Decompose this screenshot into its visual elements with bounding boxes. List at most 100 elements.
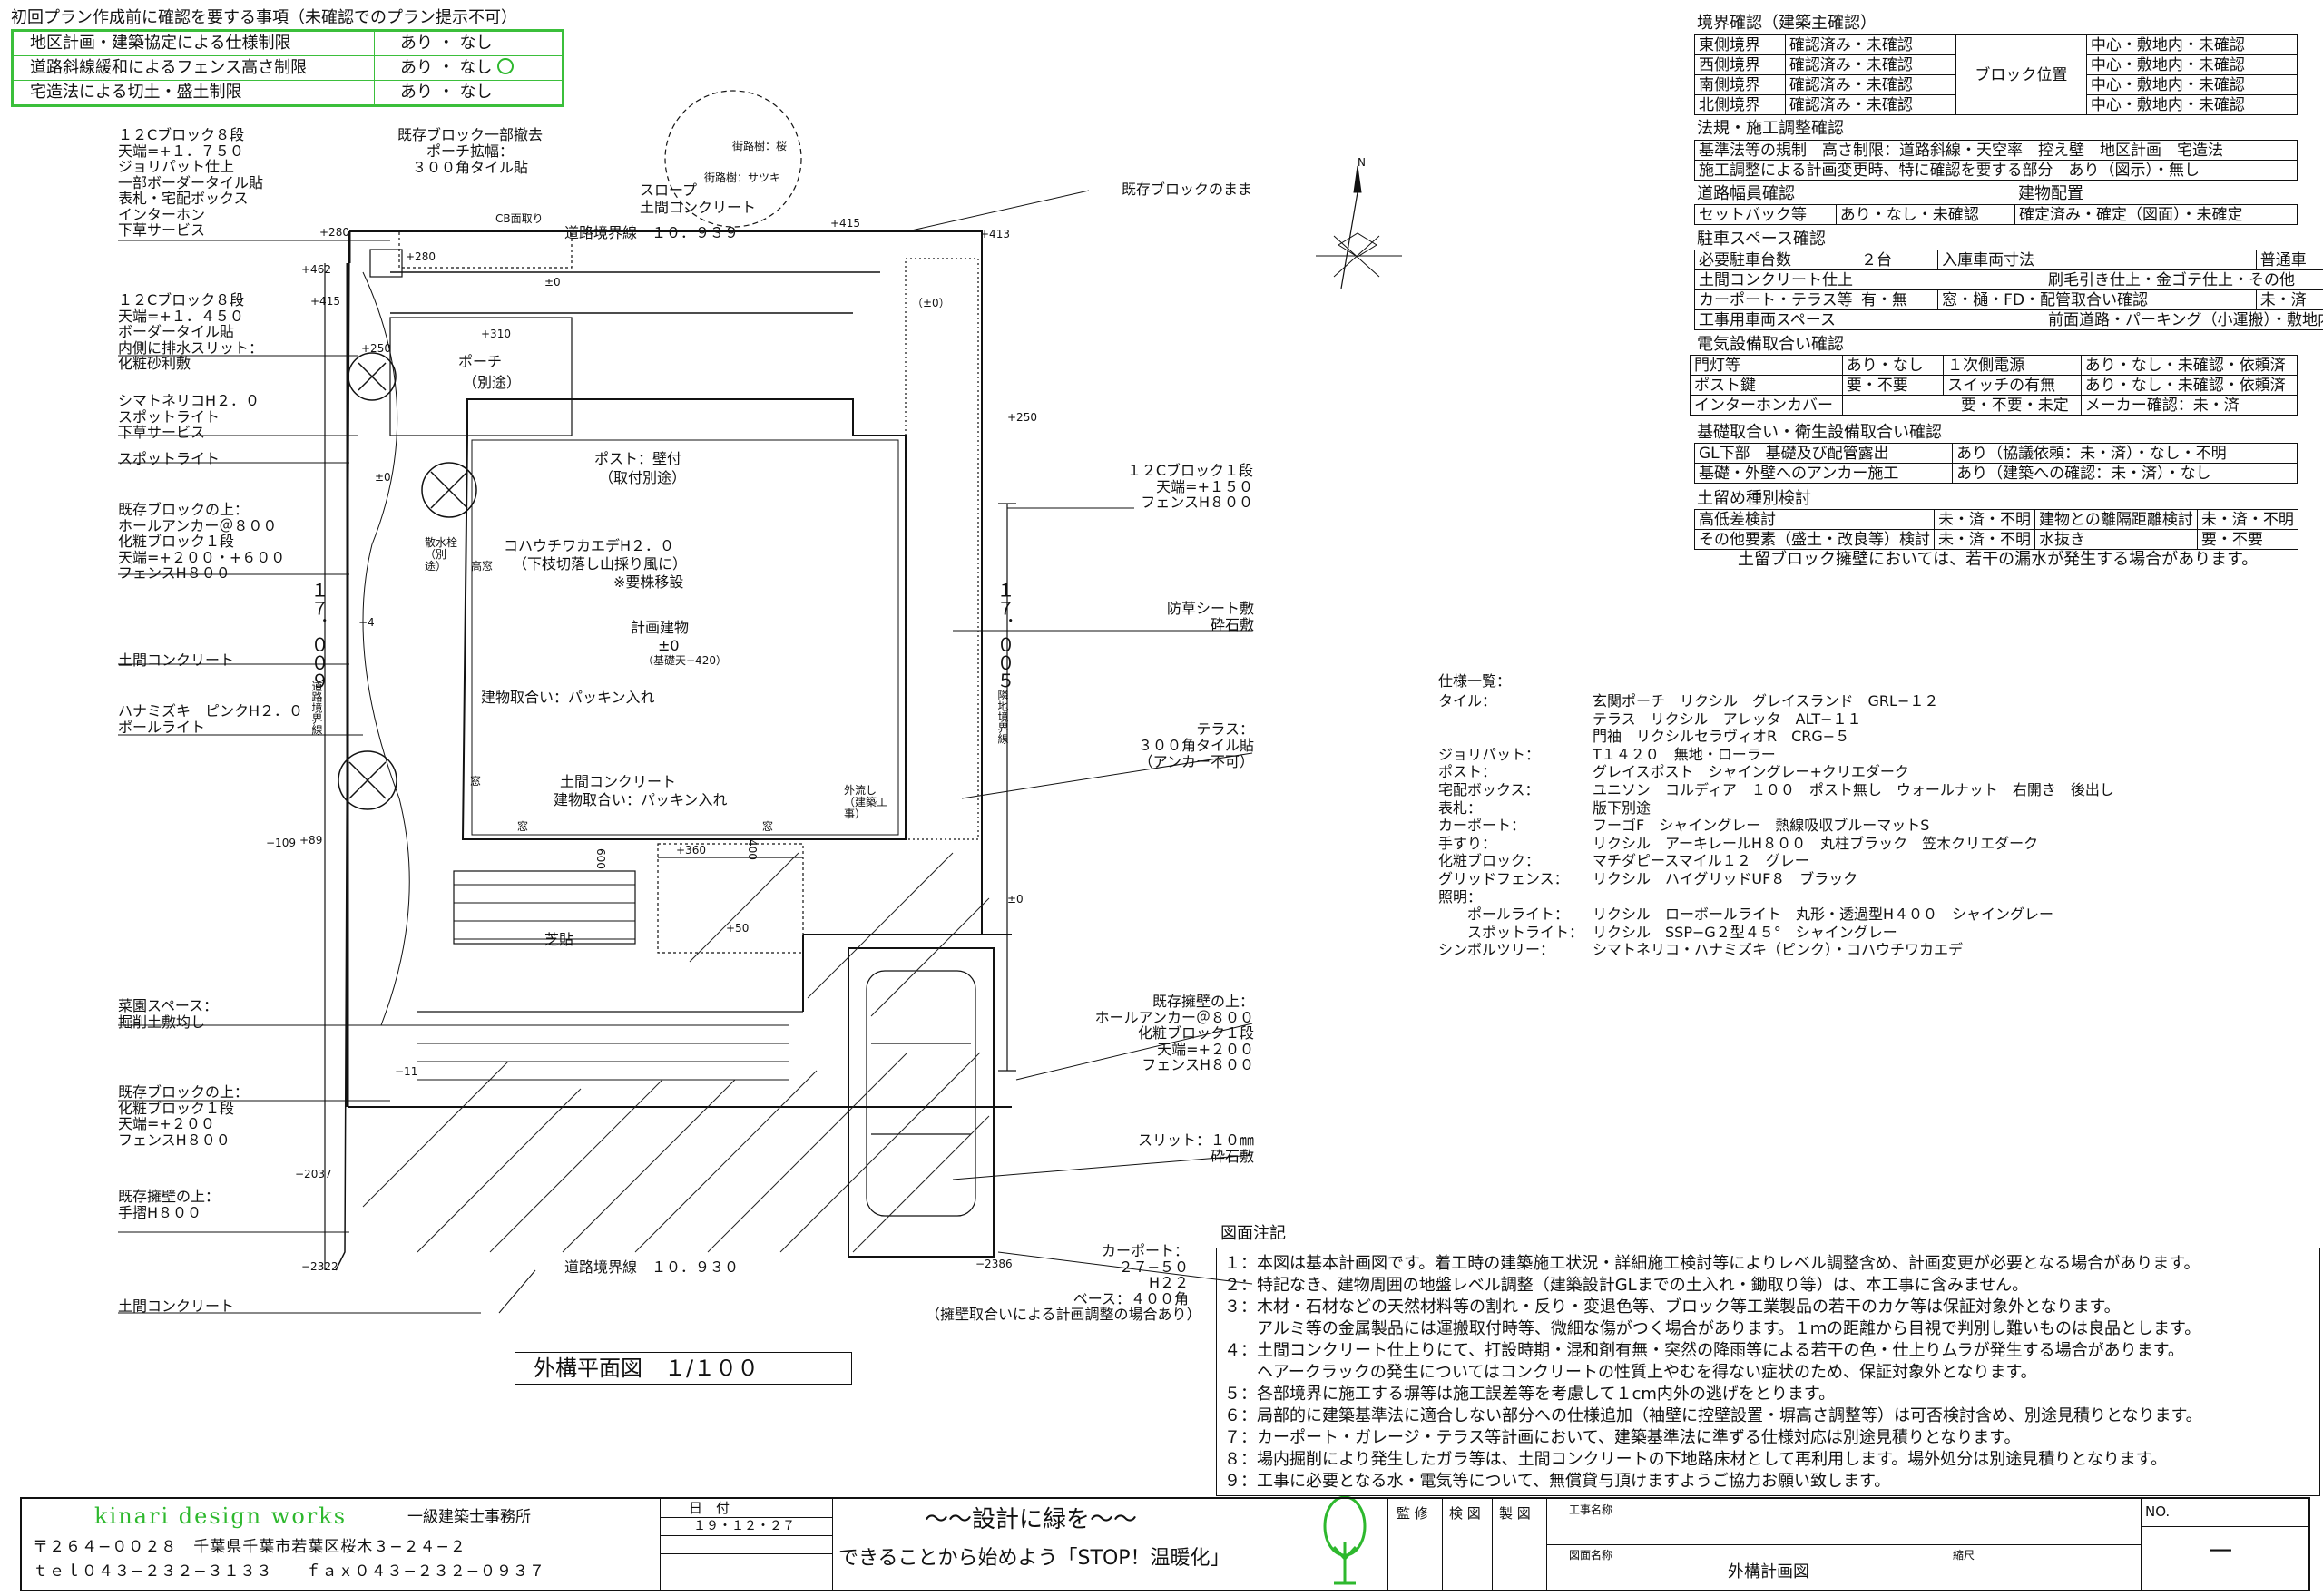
project-label: 工事名称 <box>1569 1503 1613 1516</box>
lawn-lines <box>417 884 789 1081</box>
boundary-check-table: 東側境界確認済み・未確認ブロック位置中心・敷地内・未確認 西側境界確認済み・未確… <box>1694 34 2298 115</box>
top-annotation: 既存ブロックのまま <box>1122 181 1253 198</box>
check-label: 検 図 <box>1449 1505 1481 1522</box>
spec-key: 表札： <box>1438 798 1483 817</box>
notes-title: 図面注記 <box>1220 1224 1286 1243</box>
precheck-item: 道路斜線緩和によるフェンス高さ制限 <box>14 56 375 80</box>
left-annotation: 既存ブロックの上： ホールアンカー＠８００ 化粧ブロック１段 天端=+２００・+… <box>118 501 286 582</box>
left-annotation: ハナミズキ ピンクH２．０ ポールライト <box>118 702 304 736</box>
level-mark: +50 <box>726 922 750 935</box>
spec-key: スポットライト： <box>1438 923 1584 941</box>
level-mark: ±0 <box>375 471 391 484</box>
foundation-check-title: 基礎取合い・衛生設備取合い確認 <box>1697 423 1942 442</box>
date-label: 日 付 <box>689 1500 730 1516</box>
spec-key: ジョリパット： <box>1438 745 1541 763</box>
license-label: 一級建築士事務所 <box>407 1508 531 1526</box>
note-item: ヘアークラックの発生についてはコンクリートの性質上やむを得ない症状のため、保証対… <box>1224 1363 2037 1382</box>
spec-value: フーゴF シャイングレー 熱線吸収ブルーマットS <box>1593 817 1930 835</box>
check-label: 監 修 <box>1397 1505 1428 1522</box>
precheck-choice: あり ・ なし <box>400 58 493 77</box>
green-circle-mark <box>497 58 514 74</box>
spec-value: 玄関ポーチ リクシル グレイスランド GRL−１２ <box>1593 692 1939 710</box>
level-mark: +360 <box>676 844 706 857</box>
precheck-row: 地区計画・建築協定による仕様制限あり ・ なし <box>14 32 562 56</box>
left-boundary-label: 道路境界線 <box>310 681 323 735</box>
left-annotation: １２Cブロック８段 天端=+１．４５０ ボーダータイル貼 内側に排水スリット： … <box>118 291 264 372</box>
maple-label: コハウチワカエデH２．０ <box>504 537 675 554</box>
precheck-choice: あり ・ なし <box>400 83 493 102</box>
electric-check-title: 電気設備取合い確認 <box>1697 335 1844 354</box>
note-item: ２：特記なき、建物周囲の地盤レベル調整（建築設計GLまでの土入れ・鋤取り等）は、… <box>1224 1276 2029 1295</box>
level-mark: −2037 <box>295 1168 332 1180</box>
level-mark: +310 <box>481 328 511 340</box>
left-annotation: シマトネリコH２．０ スポットライト 下草サービス <box>118 392 260 441</box>
spec-key: 化粧ブロック： <box>1438 852 1541 870</box>
building-gl: ±0 <box>658 637 680 654</box>
spec-key: 宅配ボックス： <box>1438 781 1540 798</box>
plan-title: 外構平面図 １/１００ <box>515 1352 852 1385</box>
level-mark: +250 <box>361 342 391 355</box>
north-label: N <box>1358 156 1366 169</box>
packing-label: 建物取合い：パッキン入れ <box>481 689 655 706</box>
level-mark: +415 <box>830 217 860 230</box>
left-dimension: １７．００９ <box>308 581 329 690</box>
spec-value: 版下別途 <box>1593 798 1652 817</box>
spec-key: タイル： <box>1438 692 1497 710</box>
parking-check-title: 駐車スペース確認 <box>1697 230 1826 249</box>
level-mark: ±0 <box>544 276 561 289</box>
post-label: ポスト：壁付 <box>594 450 682 467</box>
street-tree-label: 街路樹：桜 <box>732 140 788 152</box>
precheck-row: 宅造法による切土・盛土制限あり ・ なし <box>14 81 562 104</box>
spec-value: リクシル SSP−G２型４５° シャイングレー <box>1593 923 1897 941</box>
spec-value: テラス リクシル アレッタ ALT−１１ <box>1593 710 1862 728</box>
level-mark: +413 <box>980 228 1010 240</box>
road-check-title: 道路幅員確認 <box>1697 184 1795 203</box>
note-item: ８：場内掘削により発生したガラ等は、土間コンクリートの下地路床材として再利用しま… <box>1224 1450 2167 1469</box>
packing-label: 建物取合い：パッキン入れ <box>554 791 728 808</box>
note-item: ７：カーポート・ガレージ・テラス等計画において、建築基準法に準ずる仕様対応は別途… <box>1224 1428 2021 1447</box>
spec-key: グリッドフェンス： <box>1438 870 1569 887</box>
spec-value: ユニソン コルディア １００ ポスト無し ウォールナット 右開き 後出し <box>1593 781 2114 798</box>
note-item: ６：局部的に建築基準法に適合しない部分への仕様追加（袖壁に控壁設置・塀高さ調整等… <box>1224 1406 2202 1425</box>
level-mark: −109 <box>266 837 296 849</box>
retaining-check-title: 土留め種別検討 <box>1697 489 1811 508</box>
level-mark: −2386 <box>975 1258 1013 1270</box>
carport-outline <box>848 947 995 1258</box>
note-item: アルミ等の金属製品には運搬取付時等、微細な傷がつく場合があります。１ｍの距離から… <box>1224 1319 2201 1338</box>
precheck-item: 地区計画・建築協定による仕様制限 <box>14 32 375 55</box>
level-mark: +415 <box>310 295 340 308</box>
slogan: 〜〜設計に緑を〜〜 <box>925 1506 1138 1533</box>
lawn-label: 芝貼 <box>544 931 574 948</box>
contact: ｔｅｌ０４３−２３２−３１３３ ｆａｘ０４３−２３２−０９３７ <box>33 1562 545 1581</box>
spec-value: グレイスポスト シャイングレー+クリエダーク <box>1593 763 1909 781</box>
right-annotation: カーポート： ２７−５０ H２２ ベース：４００角 （擁壁取合いによる計画調整の… <box>926 1242 1201 1323</box>
building-outline <box>461 398 907 840</box>
site-boundary-top-right <box>349 230 983 935</box>
maple-note: （下枝切落し山採り風に） <box>513 555 688 573</box>
left-annotation: 菜園スペース： 掘削土敷均し <box>118 997 219 1031</box>
foundation-check-table: GL下部 基礎及び配管露出あり（協議依頼：未・済）・なし・不明 基礎・外壁へのア… <box>1693 443 2298 484</box>
spec-value: リクシル アーキレールH８００ 丸柱ブラック 笠木クリエダーク <box>1593 834 2039 852</box>
level-mark: ±0 <box>1007 893 1024 906</box>
right-annotation: テラス： ３００角タイル貼 （アンカー不可） <box>1137 720 1254 770</box>
no-value: 一 <box>2209 1539 2233 1566</box>
right-annotation: スリット：１０㎜ 砕石敷 <box>1137 1131 1254 1165</box>
road-check-table: セットバック等あり・なし・未確認確定済み・確定（図面）・未確定 <box>1694 204 2298 225</box>
spec-key: ポールライト： <box>1438 906 1570 924</box>
window-label: 窓 <box>517 820 529 833</box>
precheck-table: 地区計画・建築協定による仕様制限あり ・ なし 道路斜線緩和によるフェンス高さ制… <box>11 29 564 107</box>
note-item: ４：土間コンクリート仕上りにて、打設時期・混和剤有無・突然の降雨等による若干の色… <box>1224 1341 2184 1360</box>
right-dimension: １７．００５ <box>994 581 1015 690</box>
building-layout-title: 建物配置 <box>2018 184 2083 203</box>
spec-value: シマトネリコ・ハナミズキ（ピンク）・コハウチワカエデ <box>1593 941 1964 959</box>
left-annotation: 土間コンクリート <box>118 1297 235 1315</box>
slogan: できることから始めよう「STOP！温暖化」 <box>838 1547 1230 1570</box>
window-label: 高窓 <box>471 560 494 573</box>
right-boundary-label: 隣地境界線 <box>996 690 1009 744</box>
note-item: ９：工事に必要となる水・電気等について、無償貸与頂けますようご協力お願い致します… <box>1224 1472 1891 1491</box>
right-annotation: 既存擁壁の上： ホールアンカー＠８００ 化粧ブロック１段 天端=+２００ フェン… <box>1094 993 1254 1073</box>
note-item: ３：木材・石材などの天然材料等の割れ・反り・変退色等、ブロック等工業製品の若干の… <box>1224 1297 2121 1317</box>
level-mark: （±0） <box>912 297 950 309</box>
